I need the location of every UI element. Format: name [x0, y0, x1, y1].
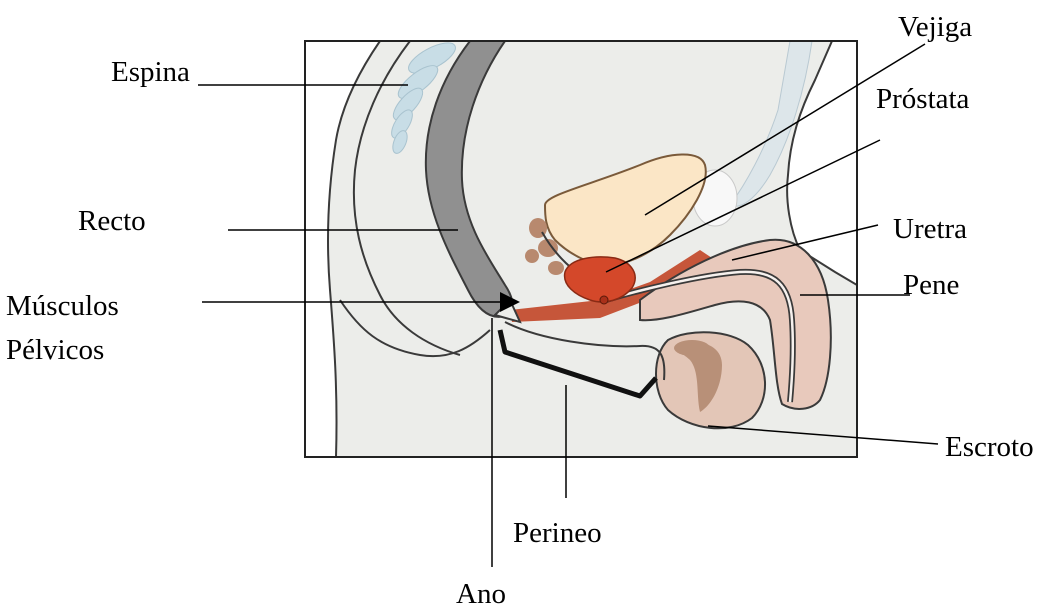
label-ano: Ano [456, 579, 506, 609]
label-musculos-line1: Músculos [6, 291, 119, 321]
label-prostata: Próstata [876, 84, 969, 114]
epididymis [674, 340, 710, 356]
label-perineo: Perineo [513, 518, 602, 548]
label-recto: Recto [78, 206, 146, 236]
label-uretra: Uretra [893, 214, 967, 244]
label-musculos-line2: Pélvicos [6, 335, 104, 360]
label-pene: Pene [903, 270, 959, 300]
prostatic-urethra-node [600, 296, 608, 304]
label-escroto: Escroto [945, 432, 1034, 462]
label-espina: Espina [111, 57, 190, 87]
label-vejiga: Vejiga [898, 12, 972, 42]
